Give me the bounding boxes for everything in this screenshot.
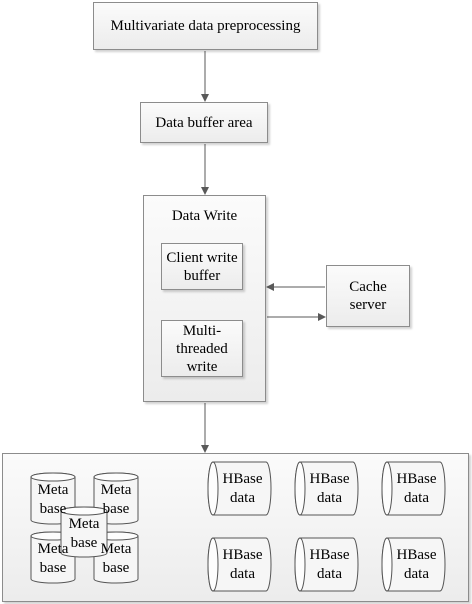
hbase-data-1-cylinder — [207, 461, 272, 516]
hbase-data-2-label: HBase data — [309, 471, 350, 506]
cache-server-label: Cache server — [349, 279, 387, 313]
meta-base-3-cylinder — [60, 506, 108, 558]
hbase-data-6-label: HBase data — [396, 547, 437, 582]
hbase-data-3-cylinder — [381, 461, 446, 516]
hbase-data-6-cylinder — [381, 537, 446, 592]
multi-threaded-write-box: Multi- threaded write — [161, 320, 243, 377]
hbase-data-2-cylinder — [294, 461, 359, 516]
hbase-data-5-label: HBase data — [309, 547, 350, 582]
meta-base-4-label: Meta base — [37, 541, 69, 576]
hbase-data-4-cylinder — [207, 537, 272, 592]
data-write-label: Data Write — [171, 208, 238, 224]
meta-base-1-label: Meta base — [37, 482, 69, 517]
hbase-data-3-label: HBase data — [396, 471, 437, 506]
hbase-data-1-label: HBase data — [222, 471, 263, 506]
multi-threaded-write-label: Multi- threaded write — [176, 322, 228, 375]
hbase-data-5-cylinder — [294, 537, 359, 592]
hbase-data-4-label: HBase data — [222, 547, 263, 582]
meta-base-2-label: Meta base — [100, 482, 132, 517]
client-write-buffer-label: Client write buffer — [166, 249, 238, 284]
cache-server-box: Cache server — [326, 265, 410, 327]
preprocessing-label: Multivariate data preprocessing — [110, 18, 301, 34]
meta-base-5-label: Meta base — [100, 541, 132, 576]
meta-base-3-label: Meta base — [68, 516, 100, 551]
preprocessing-box: Multivariate data preprocessing — [93, 2, 318, 50]
client-write-buffer-box: Client write buffer — [161, 243, 243, 290]
buffer-area-label: Data buffer area — [155, 114, 253, 131]
buffer-area-box: Data buffer area — [140, 102, 268, 143]
